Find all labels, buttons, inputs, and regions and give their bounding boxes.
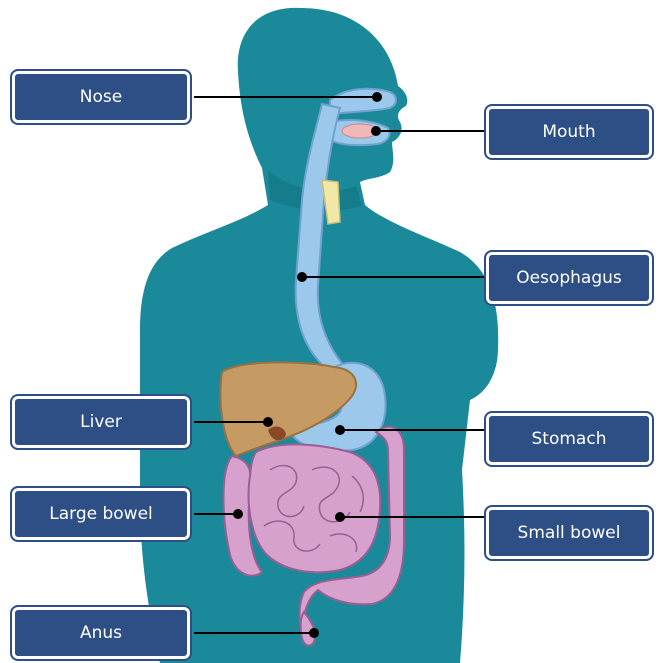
label-liver-text: Liver bbox=[80, 412, 122, 432]
dot-large-bowel bbox=[233, 509, 243, 519]
label-stomach: Stomach bbox=[486, 413, 652, 465]
label-mouth: Mouth bbox=[486, 106, 652, 158]
label-anus: Anus bbox=[12, 607, 190, 659]
label-mouth-text: Mouth bbox=[542, 122, 595, 142]
label-large-bowel-text: Large bowel bbox=[49, 504, 153, 524]
dot-liver bbox=[263, 417, 273, 427]
label-oesophagus: Oesophagus bbox=[486, 252, 652, 304]
label-oesophagus-text: Oesophagus bbox=[516, 268, 622, 288]
dot-small-bowel bbox=[335, 512, 345, 522]
small-bowel-organ bbox=[249, 444, 381, 572]
label-nose-text: Nose bbox=[80, 87, 122, 107]
label-stomach-text: Stomach bbox=[532, 429, 607, 449]
dot-mouth bbox=[371, 126, 381, 136]
label-small-bowel-text: Small bowel bbox=[518, 523, 621, 543]
dot-stomach bbox=[335, 425, 345, 435]
label-large-bowel: Large bowel bbox=[12, 488, 190, 540]
label-anus-text: Anus bbox=[80, 623, 122, 643]
dot-oesophagus bbox=[297, 272, 307, 282]
label-nose: Nose bbox=[12, 71, 190, 123]
label-small-bowel: Small bowel bbox=[486, 507, 652, 559]
label-liver: Liver bbox=[12, 396, 190, 448]
dot-nose bbox=[372, 92, 382, 102]
dot-anus bbox=[309, 628, 319, 638]
